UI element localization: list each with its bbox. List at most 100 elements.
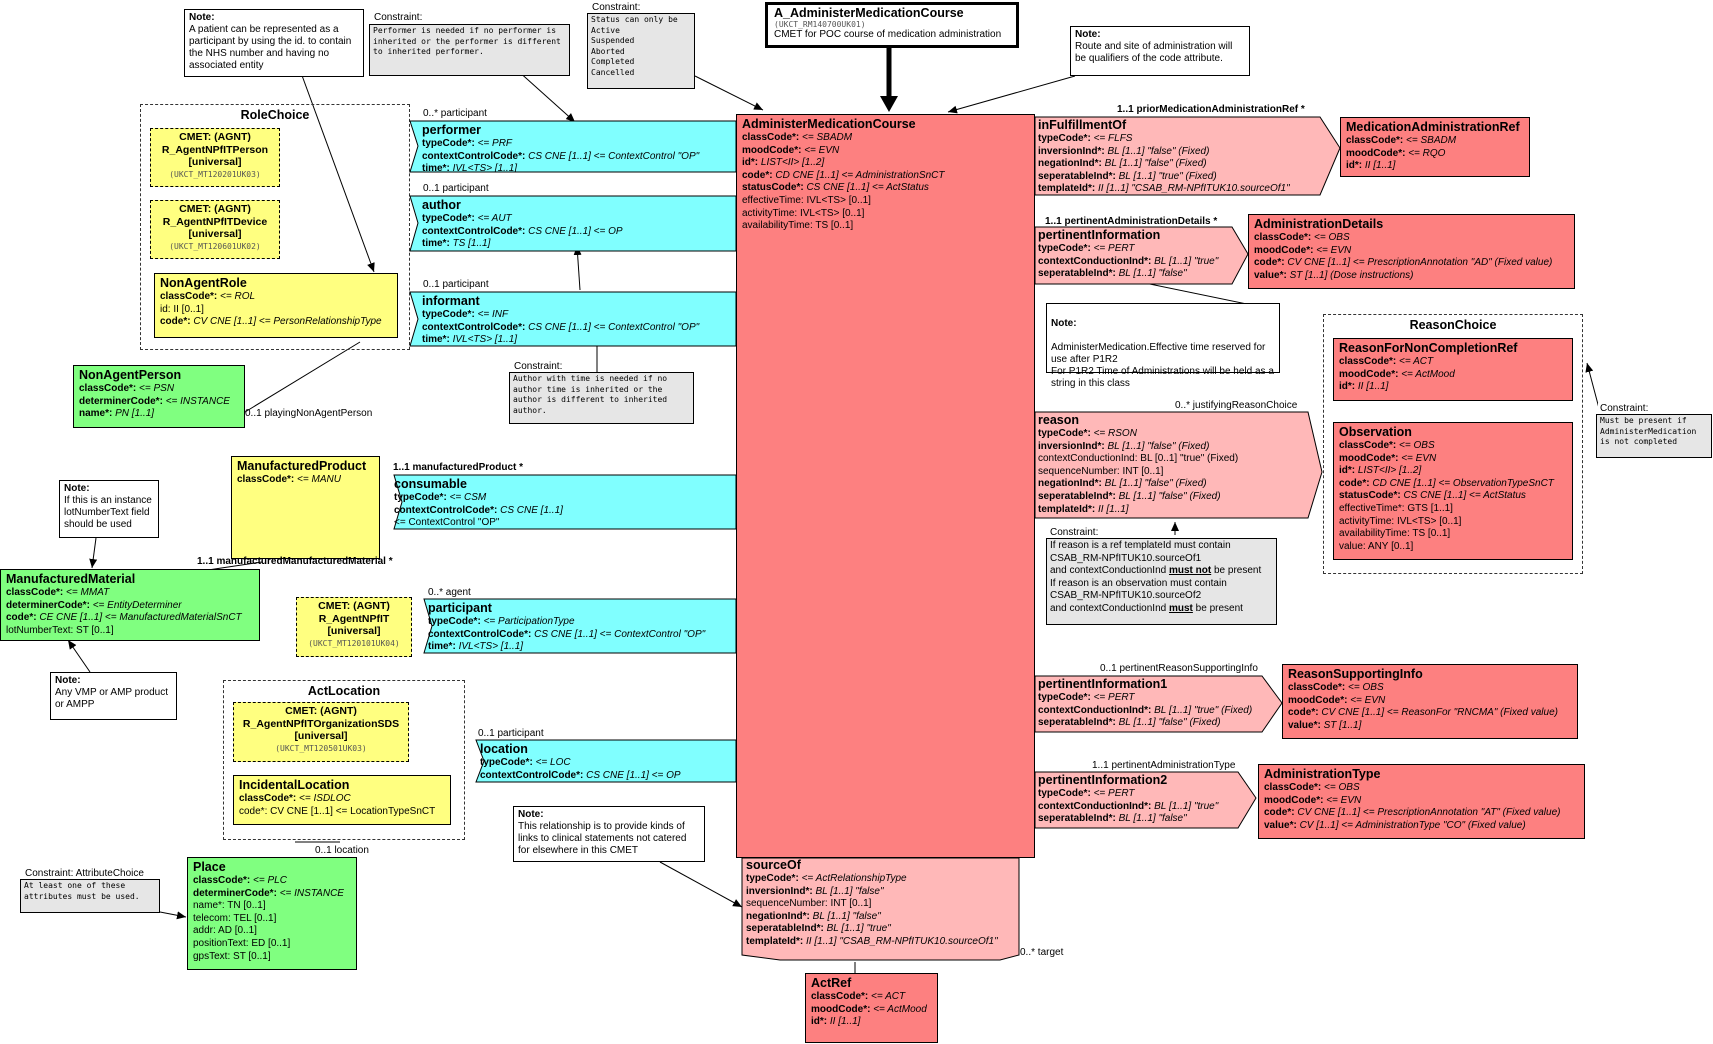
attribute-row: classCode*: <= OBS bbox=[1264, 782, 1360, 793]
constraint-line: and contextConductionInd must be present bbox=[1050, 602, 1243, 614]
attribute-row: code*: CD CNE [1..1] <= AdministrationSn… bbox=[742, 169, 945, 181]
attribute-row: typeCode*: <= PERT bbox=[1038, 788, 1135, 799]
attribute-row: classCode*: <= ACT bbox=[811, 991, 906, 1002]
attribute-row: contextControlCode*: CS CNE [1..1] bbox=[394, 504, 563, 516]
attribute-row: activityTime: IVL<TS> [0..1] bbox=[742, 207, 865, 219]
note-title: Note: bbox=[1051, 318, 1077, 329]
class-title: participant bbox=[428, 601, 492, 615]
constraint-status: Status can only be Active Suspended Abor… bbox=[587, 13, 695, 89]
attribute-row: negationInd*: BL [1..1] "false" bbox=[746, 910, 881, 922]
attribute-row: classCode*: <= PSN bbox=[79, 383, 175, 394]
group-title: ReasonChoice bbox=[1409, 318, 1497, 332]
agent-multiplicity: 0..* agent bbox=[428, 587, 471, 598]
class-title: IncidentalLocation bbox=[239, 778, 350, 792]
attribute-row: activityTime: IVL<TS> [0..1] bbox=[1339, 515, 1462, 527]
class-title: inFulfillmentOf bbox=[1038, 118, 1127, 132]
attribute-row: templateId*: II [1..1] bbox=[1038, 503, 1129, 515]
cmet-id: (UKCT_MT120201UK03) bbox=[169, 169, 261, 179]
attribute-row: inversionInd*: BL [1..1] "false" bbox=[746, 885, 884, 897]
class-title: performer bbox=[422, 123, 482, 137]
act-location-group: ActLocation bbox=[223, 680, 465, 840]
constraint-text: Status can only be Active Suspended Abor… bbox=[591, 15, 678, 77]
attribute-row: contextConductionInd*: BL [1..1] "true" … bbox=[1038, 704, 1253, 716]
constraint-line: If reason is a ref templateId must conta… bbox=[1050, 540, 1231, 551]
attribute-row: id: II [0..1] bbox=[160, 303, 204, 315]
attribute-row: moodCode*: <= EVN bbox=[1288, 694, 1386, 706]
cmet-agent-person: CMET: (AGNT) R_AgentNPfITPerson [univers… bbox=[150, 128, 280, 187]
attribute-row: contextConductionInd: BL [0..1] "true" (… bbox=[1038, 453, 1239, 465]
attribute-row: code*: CD CNE [1..1] <= ObservationTypeS… bbox=[1339, 477, 1554, 489]
constraint-text: At least one of these attributes must be… bbox=[24, 881, 140, 901]
attribute-row: <= ContextControl "OP" bbox=[394, 517, 500, 529]
attribute-row: contextControlCode*: CS CNE [1..1] <= Co… bbox=[422, 150, 700, 162]
attribute-row: seperatableInd*: BL [1..1] "false" (Fixe… bbox=[1038, 490, 1221, 502]
constraint-label: Constraint: AttributeChoice bbox=[23, 868, 146, 879]
constraint-text: Performer is needed if no performer is i… bbox=[373, 26, 561, 57]
attribute-row: typeCode*: <= FLFS bbox=[1038, 133, 1133, 144]
class-title: AdministrationDetails bbox=[1254, 217, 1384, 231]
cmet-name: R_AgentNPfITOrganizationSDS bbox=[242, 717, 400, 730]
class-title: pertinentInformation bbox=[1038, 228, 1161, 242]
attribute-row: time*: IVL<TS> [1..1] bbox=[422, 163, 518, 172]
administer-medication-course-class: AdministerMedicationCourse classCode*: <… bbox=[736, 114, 1035, 858]
attribute-row: moodCode*: <= EVN bbox=[1254, 244, 1352, 256]
playing-multiplicity: 0..1 playingNonAgentPerson bbox=[245, 408, 373, 419]
attribute-row: moodCode*: <= RQO bbox=[1346, 147, 1446, 159]
attribute-row: seperatableInd*: BL [1..1] "false" (Fixe… bbox=[1038, 717, 1221, 729]
attribute-row: moodCode*: <= ActMood bbox=[811, 1003, 927, 1015]
attribute-row: effectiveTime: IVL<TS> [0..1] bbox=[742, 194, 871, 206]
cmet-name: R_AgentNPfIT bbox=[318, 612, 390, 625]
class-title: informant bbox=[422, 294, 480, 308]
constraint-attribute-choice: At least one of these attributes must be… bbox=[20, 879, 160, 913]
cmet-name: R_AgentNPfITPerson bbox=[161, 143, 269, 156]
constraint-label: Constraint: bbox=[512, 361, 565, 372]
note-relationship: Note: This relationship is to provide ki… bbox=[513, 806, 705, 862]
attribute-row: id*: LIST<II> [1..2] bbox=[1339, 465, 1422, 477]
author-multiplicity: 0..1 participant bbox=[423, 183, 489, 194]
diagram-header: A_AdministerMedicationCourse (UKCT_RM140… bbox=[765, 2, 1019, 48]
class-title: location bbox=[480, 742, 528, 756]
class-title: AdministerMedicationCourse bbox=[742, 117, 916, 131]
attribute-row: classCode*: <= ISDLOC bbox=[239, 793, 351, 804]
attribute-row: id*: LIST<II> [1..2] bbox=[742, 157, 825, 169]
constraint-label: Constraint: bbox=[372, 12, 425, 23]
cmet-type: CMET: (AGNT) bbox=[179, 203, 251, 215]
note-text: Route and site of administration will be… bbox=[1075, 41, 1233, 64]
attribute-row: classCode*: <= MANU bbox=[237, 474, 341, 485]
class-title: ManufacturedProduct bbox=[237, 459, 367, 473]
attribute-row: id*: II [1..1] bbox=[1346, 160, 1396, 172]
attribute-row: typeCode*: <= LOC bbox=[480, 757, 571, 768]
constraint-label: Constraint: bbox=[1598, 403, 1651, 414]
attribute-row: typeCode*: <= PRF bbox=[422, 138, 513, 149]
attribute-row: determinerCode*: <= INSTANCE bbox=[193, 887, 344, 899]
class-title: ActRef bbox=[811, 976, 852, 990]
cmet-type: CMET: (AGNT) bbox=[179, 131, 251, 143]
attribute-row: statusCode*: CS CNE [1..1] <= ActStatus bbox=[1339, 490, 1526, 502]
cmet-agent-device: CMET: (AGNT) R_AgentNPfITDevice [univers… bbox=[150, 200, 280, 259]
attribute-row: seperatableInd*: BL [1..1] "true" bbox=[746, 923, 891, 935]
class-title: NonAgentPerson bbox=[79, 368, 182, 382]
note-lot-number: Note: If this is an instance lotNumberTe… bbox=[59, 480, 159, 538]
note-title: Note: bbox=[55, 675, 81, 686]
attribute-row: templateId*: II [1..1] "CSAB_RM-NPfITUK1… bbox=[1038, 183, 1290, 195]
class-title: AdministrationType bbox=[1264, 767, 1381, 781]
attribute-row: value: ANY [0..1] bbox=[1339, 540, 1414, 552]
cmet-type: CMET: (AGNT) bbox=[318, 600, 390, 612]
attribute-row: inversionInd*: BL [1..1] "false" (Fixed) bbox=[1038, 145, 1210, 157]
cmet-id: (UKCT_MT120501UK03) bbox=[275, 743, 367, 753]
attribute-row: gpsText: ST [0..1] bbox=[193, 950, 271, 962]
admin-type-multiplicity: 1..1 pertinentAdministrationType bbox=[1092, 760, 1236, 771]
class-title: NonAgentRole bbox=[160, 276, 247, 290]
attribute-row: code*: CV CNE [1..1] <= LocationTypeSnCT bbox=[239, 805, 436, 817]
